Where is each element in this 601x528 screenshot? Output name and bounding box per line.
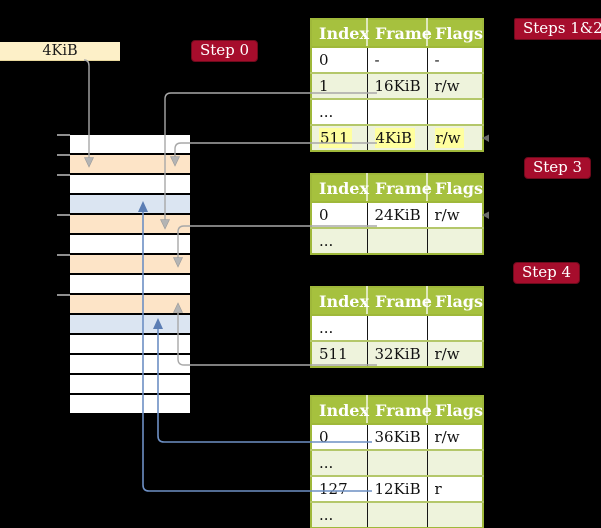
- physical-memory-stack: [57, 134, 190, 415]
- cell-index: 0: [319, 206, 329, 224]
- memory-frame-row: [70, 335, 190, 355]
- frame-size-label: 4KiB: [42, 43, 78, 59]
- memory-tick: [57, 174, 70, 176]
- cell-index: 127: [319, 480, 348, 498]
- cell-index: 0: [319, 428, 329, 446]
- memory-frame-row: [70, 195, 190, 215]
- memory-tick: [57, 214, 70, 216]
- cell-index: ...: [319, 232, 334, 250]
- memory-frame-row: [70, 175, 190, 195]
- memory-frame-row: [70, 295, 190, 315]
- col-header-flags: Flags: [427, 19, 483, 48]
- memory-tick: [57, 294, 70, 296]
- cell-index: 1: [319, 77, 329, 95]
- memory-frame-row: [70, 355, 190, 375]
- table-header-row: Index Frame Flags: [311, 174, 483, 203]
- table-row: ...: [311, 228, 483, 254]
- page-table-steps-1-2: Index Frame Flags 0 - - 1 16KiB r/w ... …: [310, 18, 484, 152]
- cell-frame: 4KiB: [374, 128, 416, 148]
- table-row: ...: [311, 450, 483, 477]
- memory-frame-row: [70, 235, 190, 255]
- cell-flags: r/w: [434, 428, 460, 446]
- table-row: ...: [311, 315, 483, 342]
- cell-frame: 32KiB: [374, 345, 421, 363]
- page-table-last-level: Index Frame Flags 0 36KiB r/w ... 127 12…: [310, 395, 484, 528]
- cell-frame: 16KiB: [374, 77, 421, 95]
- badge-step-0: Step 0: [191, 40, 259, 62]
- frame-size-box: 4KiB: [0, 42, 120, 61]
- col-header-flags: Flags: [427, 396, 483, 425]
- cell-frame: -: [374, 51, 380, 69]
- memory-frame-row: [70, 215, 190, 235]
- memory-frame-row: [70, 315, 190, 335]
- table-row-highlighted: 511 4KiB r/w: [311, 125, 483, 151]
- cell-index: ...: [319, 506, 334, 524]
- cell-index: 511: [319, 345, 348, 363]
- col-header-index: Index: [311, 19, 369, 48]
- cell-index: ...: [319, 319, 334, 337]
- col-header-index: Index: [311, 287, 369, 316]
- cell-index: 0: [319, 51, 329, 69]
- col-header-index: Index: [311, 396, 369, 425]
- table-header-row: Index Frame Flags: [311, 19, 483, 48]
- col-header-frame: Frame: [367, 174, 432, 203]
- cell-flags: r/w: [434, 345, 460, 363]
- cell-flags: r/w: [434, 77, 460, 95]
- col-header-frame: Frame: [367, 287, 432, 316]
- table-row: 0 36KiB r/w: [311, 424, 483, 451]
- memory-frame-row: [70, 375, 190, 395]
- table-header-row: Index Frame Flags: [311, 287, 483, 316]
- memory-frame-row: [70, 255, 190, 275]
- cell-index: ...: [319, 454, 334, 472]
- badge-step-3: Step 3: [524, 157, 592, 179]
- table-row: 0 - -: [311, 47, 483, 74]
- col-header-flags: Flags: [427, 287, 483, 316]
- cell-frame: 24KiB: [374, 206, 421, 224]
- badge-steps-1-2: Steps 1&2: [514, 18, 601, 40]
- cell-flags: r/w: [434, 206, 460, 224]
- cell-flags: r: [434, 480, 442, 498]
- cell-flags: r/w: [434, 128, 464, 148]
- col-header-frame: Frame: [367, 396, 432, 425]
- table-row: ...: [311, 502, 483, 528]
- table-header-row: Index Frame Flags: [311, 396, 483, 425]
- cell-index: 511: [319, 128, 352, 148]
- memory-tick: [57, 154, 70, 156]
- memory-frame-row: [70, 275, 190, 295]
- badge-step-4: Step 4: [513, 262, 581, 284]
- table-row: 511 32KiB r/w: [311, 341, 483, 367]
- memory-frame-row: [70, 155, 190, 175]
- table-row: 0 24KiB r/w: [311, 202, 483, 229]
- cell-frame: 12KiB: [374, 480, 421, 498]
- memory-frame-row: [70, 395, 190, 415]
- col-header-frame: Frame: [367, 19, 432, 48]
- page-table-step-4: Index Frame Flags ... 511 32KiB r/w: [310, 286, 484, 368]
- memory-frame-row: [70, 135, 190, 155]
- table-row: 1 16KiB r/w: [311, 73, 483, 100]
- cell-flags: -: [434, 51, 440, 69]
- table-row: 127 12KiB r: [311, 476, 483, 503]
- cell-index: ...: [319, 103, 334, 121]
- col-header-index: Index: [311, 174, 369, 203]
- cell-frame: 36KiB: [374, 428, 421, 446]
- table-row: ...: [311, 99, 483, 126]
- col-header-flags: Flags: [427, 174, 483, 203]
- memory-tick: [57, 134, 70, 136]
- page-table-step-3: Index Frame Flags 0 24KiB r/w ...: [310, 173, 484, 255]
- memory-tick: [57, 254, 70, 256]
